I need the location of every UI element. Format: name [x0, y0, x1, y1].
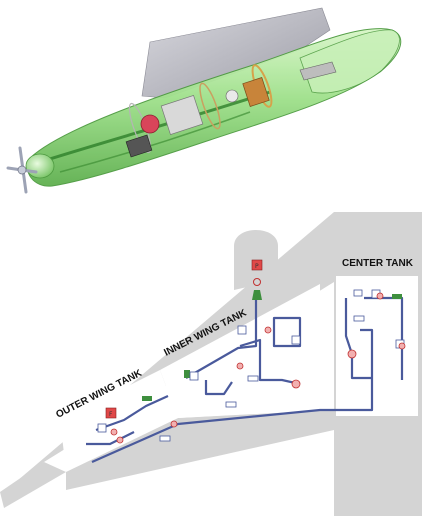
- pod-equipment-box: [160, 95, 204, 135]
- check-valve-icon: [291, 379, 301, 389]
- svg-text:P: P: [255, 263, 259, 270]
- nozzle-icon: [252, 290, 262, 300]
- check-valve-icon: [376, 292, 384, 300]
- fuel-pod-cutaway-icon: [6, 7, 402, 194]
- check-valve-icon: [170, 420, 178, 428]
- center-tank-area: [336, 276, 418, 416]
- svg-text:F: F: [109, 411, 113, 418]
- fuselage-tank-area: [246, 256, 268, 286]
- component-box: [237, 325, 247, 335]
- component-box: [247, 375, 259, 382]
- outer-return-line: [86, 431, 135, 446]
- pod-nose: [25, 153, 55, 179]
- pod-equipment-box: [125, 134, 153, 158]
- outer-feed-line: [95, 394, 169, 432]
- pump-icon: F: [105, 407, 117, 419]
- pod-tail-probe: [299, 61, 337, 81]
- green-valve-icon: [392, 294, 402, 299]
- check-valve-icon: [110, 428, 118, 436]
- inner-feed-line: [185, 300, 258, 379]
- check-valve-icon: [398, 342, 406, 350]
- component-box: [97, 423, 107, 433]
- main-transfer-line: [91, 328, 374, 464]
- component-box: [189, 371, 199, 381]
- check-valve-icon: [116, 436, 124, 444]
- inner-loop-line: [272, 316, 302, 348]
- component-box: [225, 401, 237, 408]
- pod-tail-cone: [299, 29, 400, 94]
- pod-inner-tube-2: [59, 111, 251, 173]
- pod-equipment-box: [242, 77, 270, 107]
- center-tank-label: CENTER TANK: [342, 258, 414, 269]
- pod-sensor: [225, 89, 239, 103]
- component-box: [353, 289, 363, 297]
- propeller-icon: [6, 146, 38, 194]
- check-valve-icon: [236, 362, 244, 370]
- pump-icon: P: [251, 259, 263, 271]
- valve-icon: [253, 278, 261, 286]
- check-valve-icon: [347, 349, 357, 359]
- pod-frame-ring: [199, 82, 221, 130]
- component-box: [353, 315, 365, 322]
- component-box: [159, 435, 171, 442]
- inner-crossfeed-line: [239, 338, 301, 386]
- center-return-line: [350, 354, 372, 380]
- green-valve-icon: [142, 396, 152, 401]
- fuel-tank-schematic: OUTER WING TANK INNER WING TANK CENTER T…: [0, 212, 422, 516]
- inner-branch-line: [204, 380, 233, 396]
- wing-lower-region: [66, 410, 334, 490]
- component-box: [291, 335, 301, 345]
- wing-trailing-region: [0, 462, 66, 508]
- pod-pump-red: [140, 114, 160, 134]
- check-valve-icon: [264, 326, 272, 334]
- check-valve-markers: [110, 292, 406, 444]
- green-valve-icon: [184, 370, 190, 378]
